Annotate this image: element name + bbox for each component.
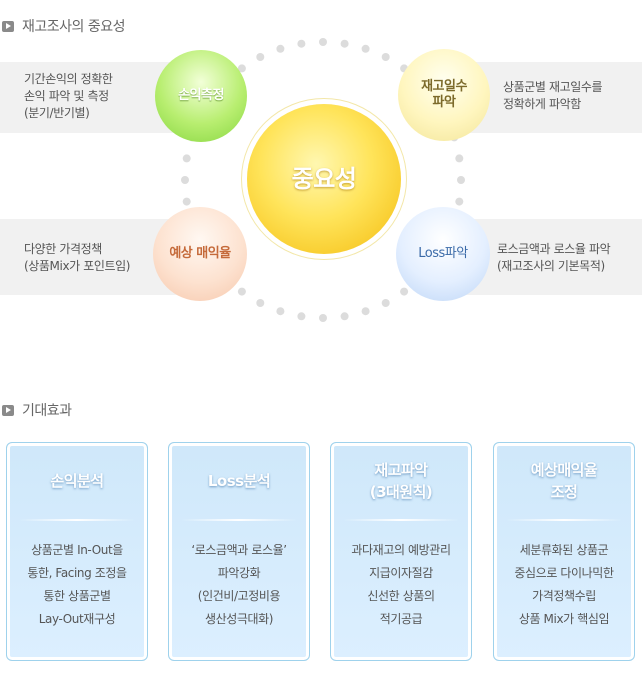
card-body-line: 중심으로 다이나믹한: [514, 566, 614, 580]
text-line: 정확하게 파악함: [503, 97, 581, 111]
ring-dot: [297, 39, 306, 48]
card-title: 예상매익율 조정: [494, 449, 634, 513]
ring-dot: [340, 39, 349, 48]
ring-dot: [319, 38, 327, 46]
ring-dot: [457, 176, 465, 184]
ring-dot: [340, 312, 349, 321]
card-divider: [181, 519, 297, 521]
card-body-line: 신선한 상품의: [367, 589, 435, 603]
text-line: 로스금액과 로스율 파악: [497, 242, 611, 256]
effect-card-loss: Loss분석 ‘로스금액과 로스율’ 파악강화 (인건비/고정비용 생산성극대화…: [168, 442, 310, 661]
circle-label-line: 파악: [432, 95, 456, 110]
circle-stock-days: 재고일수 파악: [398, 49, 490, 141]
card-title: 재고파악 (3대원칙): [331, 449, 471, 513]
text-line: (상품Mix가 포인트임): [24, 259, 131, 273]
card-body-line: (인건비/고정비용: [197, 589, 281, 603]
effect-card-margin: 예상매익율 조정 세분류화된 상품군 중심으로 다이나믹한 가격정책수립 상품 …: [493, 442, 635, 661]
card-body-line: ‘로스금액과 로스율’: [191, 543, 287, 557]
text-line: (재고조사의 기본목적): [497, 259, 605, 273]
ring-dot: [276, 44, 285, 53]
card-body-line: 지급이자절감: [369, 566, 433, 580]
circle-label-line: 재고일수: [421, 79, 467, 94]
panel-text-bottom-right: 로스금액과 로스율 파악 (재고조사의 기본목적): [497, 241, 611, 275]
ring-dot: [182, 154, 191, 163]
ring-dot: [361, 44, 370, 53]
card-body-line: 생산성극대화): [204, 612, 274, 626]
card-divider: [506, 519, 622, 521]
section-title: 기대효과: [22, 403, 72, 419]
section-title: 재고조사의 중요성: [22, 19, 126, 35]
card-body: 세분류화된 상품군 중심으로 다이나믹한 가격정책수립 상품 Mix가 핵심임: [500, 539, 628, 631]
ring-dot: [256, 299, 265, 307]
card-body-line: 통한 상품군별: [43, 589, 111, 603]
panel-text-top-left: 기간손익의 정확한 손익 파악 및 측정 (분기/반기별): [24, 71, 113, 122]
ring-dot: [297, 312, 306, 321]
ring-dot: [276, 307, 285, 316]
card-title-line: 예상매익율: [530, 461, 598, 479]
card-body-line: 통한, Facing 조정을: [27, 566, 127, 580]
card-divider: [19, 519, 135, 521]
card-body: 상품군별 In-Out을 통한, Facing 조정을 통한 상품군별 Lay-…: [13, 539, 141, 631]
center-circle: 중요성: [247, 104, 401, 254]
text-line: 손익 파악 및 측정: [24, 89, 109, 103]
card-title: 손익분석: [7, 449, 147, 513]
card-body: 과다재고의 예방관리 지급이자절감 신선한 상품의 적기공급: [337, 539, 465, 631]
card-body-line: 적기공급: [379, 612, 423, 626]
card-body-line: 상품군별 In-Out을: [31, 543, 123, 557]
card-body-line: 세분류화된 상품군: [519, 543, 609, 557]
card-title-line: (3대원칙): [369, 483, 433, 501]
text-line: 기간손익의 정확한: [24, 72, 113, 86]
card-body-line: 파악강화: [217, 566, 261, 580]
effect-card-stock: 재고파악 (3대원칙) 과다재고의 예방관리 지급이자절감 신선한 상품의 적기…: [330, 442, 472, 661]
card-body-line: 과다재고의 예방관리: [351, 543, 451, 557]
circle-profit-measure: 손익측정: [155, 50, 247, 142]
ring-dot: [455, 197, 464, 206]
text-line: 상품군별 재고일수를: [503, 80, 603, 94]
effect-card-profit: 손익분석 상품군별 In-Out을 통한, Facing 조정을 통한 상품군별…: [6, 442, 148, 661]
play-bullet-icon: [2, 20, 14, 32]
ring-dot: [381, 53, 390, 61]
section-header-effects: 기대효과: [2, 400, 72, 420]
ring-dot: [381, 299, 390, 307]
text-line: 다양한 가격정책: [24, 242, 102, 256]
card-divider: [343, 519, 459, 521]
card-title-line: 재고파악: [374, 461, 428, 479]
ring-dot: [319, 314, 327, 322]
ring-dot: [181, 176, 189, 184]
card-title-line: 조정: [550, 483, 578, 501]
card-body-line: 상품 Mix가 핵심임: [518, 612, 610, 626]
ring-dot: [455, 154, 464, 163]
card-body-line: 가격정책수립: [532, 589, 596, 603]
circle-label: 손익측정: [178, 88, 224, 103]
panel-text-top-right: 상품군별 재고일수를 정확하게 파악함: [503, 79, 603, 113]
card-title: Loss분석: [169, 449, 309, 513]
circle-label: 예상 매익율: [169, 246, 231, 261]
card-body: ‘로스금액과 로스율’ 파악강화 (인건비/고정비용 생산성극대화): [175, 539, 303, 631]
circle-expected-margin: 예상 매익율: [153, 207, 247, 301]
section-header-importance: 재고조사의 중요성: [2, 16, 126, 36]
ring-dot: [400, 287, 409, 296]
circle-loss: Loss파악: [396, 207, 490, 301]
ring-dot: [182, 197, 191, 206]
card-title-line: 손익분석: [50, 472, 104, 490]
ring-dot: [256, 53, 265, 61]
panel-text-bottom-left: 다양한 가격정책 (상품Mix가 포인트임): [24, 241, 130, 275]
ring-dot: [361, 307, 370, 316]
center-label: 중요성: [291, 165, 357, 193]
circle-label: Loss파악: [418, 246, 468, 261]
card-title-line: Loss분석: [207, 472, 271, 490]
card-body-line: Lay-Out재구성: [38, 612, 116, 626]
play-bullet-icon: [2, 404, 14, 416]
ring-dot: [237, 64, 246, 73]
circle-label: 재고일수 파악: [421, 79, 467, 111]
text-line: (분기/반기별): [24, 106, 90, 120]
ring-dot: [237, 287, 246, 296]
